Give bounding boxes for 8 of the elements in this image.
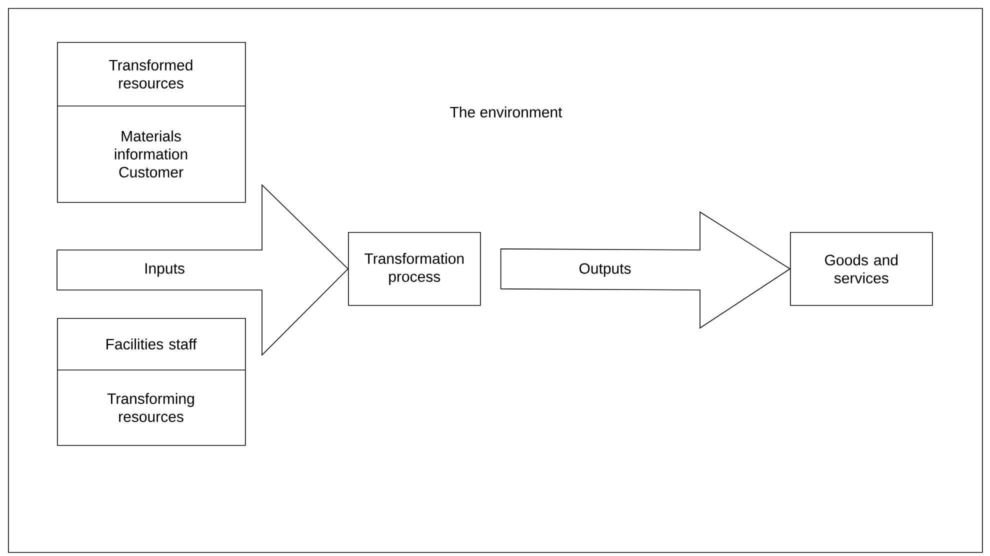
process-box: Transformation process <box>348 232 481 306</box>
resource-box: Facilities staff Transforming resources <box>56 318 246 446</box>
block-arrow <box>500 211 791 329</box>
output-box: Goods and services <box>790 232 933 306</box>
resource-box: Transformed resources Materials information Customer <box>56 42 246 203</box>
edge-label: Inputs <box>143 262 186 278</box>
block-arrow <box>56 184 349 356</box>
edge-label: Outputs <box>578 262 632 278</box>
